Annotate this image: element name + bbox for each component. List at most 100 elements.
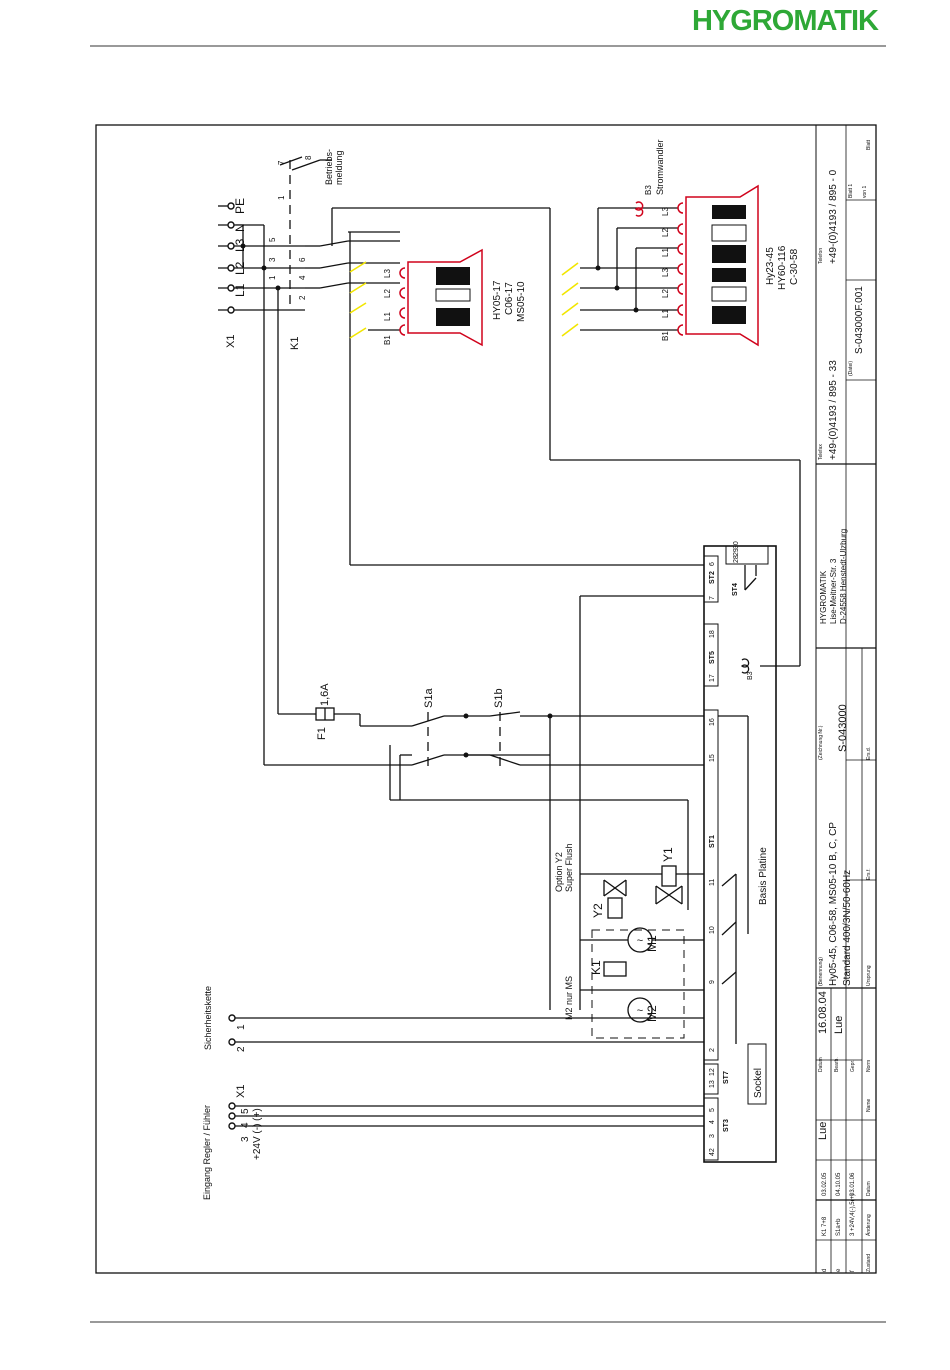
k1-contact-3: 3 [268,257,277,262]
datum-value: 16.08.04 [817,991,829,1034]
k1-contact-4: 4 [298,275,307,280]
safety-chain-label: Sicherheitskette [203,986,213,1050]
st3-pin-4: 4 [709,1120,716,1124]
rev-e-aenderung: S1a+b [836,1218,842,1236]
telefax-value: +49-(0)4193 / 895 - 33 [828,360,839,460]
valve-y1-coil [661,865,677,887]
fuse-rating: 1,6A [319,683,331,706]
controller-supply-label: +24V (-) (+) [252,1108,263,1160]
st7-label: ST7 [723,1071,730,1084]
name-label: Name [866,1098,872,1112]
mains-supply: PE N L3 L2 L1 X1 [218,198,360,766]
st1-pin-16: 16 [709,718,716,726]
st4-pin-30: 30 [733,541,740,549]
company-line-1: HYGROMATIK [819,570,828,624]
sockel-label: Sockel [753,1068,764,1098]
blatt-label: Blatt [866,139,872,150]
heater-large-model-1: Hy23-45 [765,247,776,285]
valve-y2-coil [607,897,623,919]
k1-coil-icon [603,961,627,977]
hygromatik-logo: HYGROMATIK [692,5,880,37]
heater-large-model-3: C-30-58 [789,248,800,285]
motor-m1-icon [627,927,653,953]
rev-d-datum: 03.02.05 [822,1172,828,1196]
m2-note-label: M2 nur MS [564,976,574,1020]
safety-pin-2: 2 [236,1046,247,1052]
gepr-label: Gepr. [850,1060,856,1072]
pcb-b3-label: B3 [747,671,754,680]
zustand-col-label: Zustand [866,1254,872,1272]
controller-x1-label: X1 [235,1085,247,1098]
ers-d-label: Ers.d. [866,747,872,760]
st1-pin-2: 2 [709,1048,716,1052]
datum-label: Datum [818,1057,824,1072]
k1-contact-5: 5 [268,237,277,242]
st5-pin-18: 18 [709,630,716,638]
heater-small-model-1: HY05-17 [492,280,503,320]
st4-label: ST4 [732,583,739,596]
von-value: von 1 [862,186,868,198]
blatt-value: Blatt 1 [848,184,854,198]
title-block: HYGROMATIK Lise-Meitner-Str. 3 D-24558 H… [816,125,876,1273]
st3-pin-5: 5 [709,1108,716,1112]
telefon-label: Telefon [818,248,824,264]
st2-pin-6: 6 [709,562,716,566]
k1-contactor: 1 7 8 1 2 3 4 5 6 K1 Betriebs- meldung [268,146,801,667]
k1-coil-label: K1 [589,960,603,975]
zeichnung-value: S-043000 [837,704,849,752]
k1-contact-8: 8 [304,155,313,160]
svg-text:~: ~ [637,1005,643,1017]
k1-label: K1 [289,337,301,350]
k1-contact-2: 2 [298,295,307,300]
b3-label: B3 [644,185,653,195]
aenderung-col-label: Änderung [865,1214,872,1236]
valve-y1-label: Y1 [661,847,675,862]
status-relay-label: Betriebs- meldung [324,146,344,185]
current-transformer-b3 [634,201,644,217]
heater-small-model-2: C06-17 [504,282,515,315]
ers-f-label: Ers.f. [866,868,872,880]
st1-label: ST1 [709,835,716,848]
rev-f-datum: 03.01.06 [850,1172,856,1196]
pcb-basis-platine: 7 ST2 6 28 29 30 ST4 17 ST5 18 B3 15 16 … [703,541,777,1163]
heater-large-cylinder [685,184,759,347]
st3-pin-42: 42 [709,1148,716,1156]
st2-pin-7: 7 [709,596,716,600]
heater-small-model-3: MS05-10 [516,281,527,322]
st3-pin-3: 3 [709,1134,716,1138]
rev-d-aenderung: K1 7+8 [822,1216,828,1236]
motor-m2-icon [627,997,653,1023]
st5-pin-17: 17 [709,674,716,682]
large-terminal-l1a: L1 [661,309,670,318]
rev-f-zustand: f [850,1270,856,1272]
st1-pin-11: 11 [709,879,716,886]
small-terminal-b1: B1 [383,335,392,345]
valve-y2-icon [603,879,627,897]
fuse-name: F1 [316,727,328,740]
motor-m2-label: M2 [645,1005,659,1022]
n-label: N [233,223,247,232]
stromwandler-label: Stromwandler [655,139,665,195]
norm-label: Norm [866,1060,872,1072]
st4-pin-28: 28 [733,555,740,563]
controller-pin-4: 4 [240,1122,251,1128]
st7-pin-13: 13 [709,1080,716,1088]
telefax-label: Telefax [818,444,824,460]
l3-label: L3 [233,238,247,252]
large-terminal-l2b: L2 [661,228,670,237]
logo-text: HYGROMATIK [692,5,879,37]
heater-electrode-1 [436,267,470,285]
safety-chain: Sicherheitskette 2 1 [203,986,704,1052]
k1-contact-7: 7 [277,160,286,165]
valve-y1-icon [655,885,683,905]
m2-option-box [591,929,685,1039]
benennung-line-2: Standard 400/3N/50-60Hz [842,870,853,986]
company-line-3: D-24558 Henstedt-Ulzburg [839,529,848,624]
large-terminal-l3b: L3 [661,207,670,216]
controller-pin-3: 3 [240,1136,251,1142]
datei-value: S-043000F.001 [854,286,865,354]
telefon-value: +49-(0)4193 / 895 - 0 [828,169,839,264]
x1-terminal-label: X1 [225,335,237,348]
benennung-label: (Benennung) [818,957,824,986]
name-value: Lue [817,1122,829,1140]
